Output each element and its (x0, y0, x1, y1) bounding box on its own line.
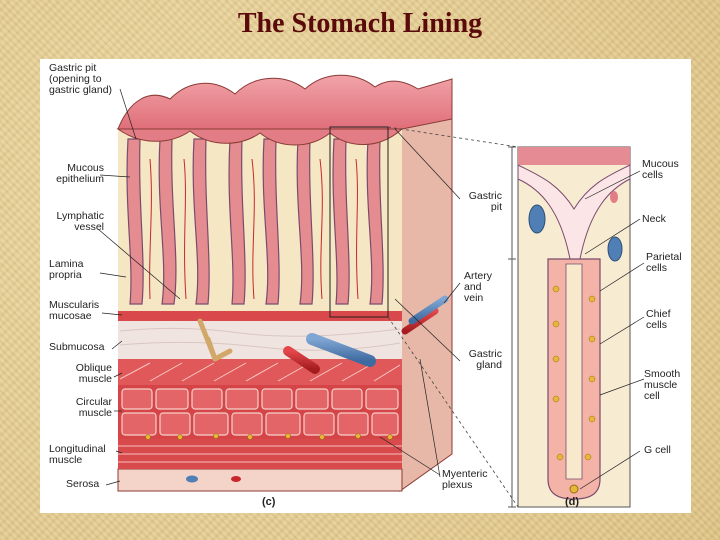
label-longitudinal-muscle: Longitudinal muscle (49, 443, 106, 466)
label-gastric-gland: Gastric gland (468, 348, 502, 371)
gastric-glands (126, 138, 384, 305)
panel-label-d: (d) (565, 496, 580, 508)
label-serosa: Serosa (66, 478, 100, 490)
label-gastric-pit-detail: Gastric pit (468, 190, 502, 213)
artery-and-vein (283, 295, 449, 374)
chief-cell-nuclei (552, 285, 596, 461)
panel-c-block (116, 74, 453, 492)
panel-d-gland (508, 146, 631, 508)
stomach-lining-figure: Gastric pit (opening to gastric gland) M… (40, 59, 691, 513)
label-mucous-cells: Mucous cells (642, 158, 679, 181)
capillaries (149, 158, 359, 300)
mucosal-surface (117, 74, 453, 130)
label-circular-muscle: Circular muscle (75, 396, 112, 419)
panel-label-c: (c) (262, 496, 276, 508)
stomach-illustration (97, 74, 645, 508)
label-muscularis-mucosae: Muscularis mucosae (49, 299, 100, 322)
label-oblique-muscle: Oblique muscle (75, 362, 112, 385)
label-lamina-propria: Lamina propria (49, 258, 84, 281)
label-g-cell: G cell (644, 444, 671, 456)
label-gastric-pit: Gastric pit (opening to gastric gland) (49, 62, 113, 96)
label-parietal-cells: Parietal cells (646, 251, 682, 274)
zoom-connector-lines (387, 126, 519, 508)
label-smooth-muscle-cell: Smooth muscle cell (644, 368, 681, 402)
circular-muscle-bundles (121, 388, 399, 436)
slide-title: The Stomach Lining (237, 8, 483, 39)
label-neck: Neck (642, 213, 666, 225)
label-chief-cells: Chief cells (646, 308, 671, 331)
label-myenteric-plexus: Myenteric plexus (442, 468, 488, 491)
label-lymphatic-vessel: Lymphatic vessel (56, 210, 104, 233)
leader-lines (97, 88, 645, 490)
label-artery-and-vein: Artery and vein (464, 270, 493, 304)
label-submucosa: Submucosa (49, 341, 105, 353)
myenteric-plexus-dots (145, 433, 393, 440)
label-mucous-epithelium: Mucous epithelium (56, 162, 104, 185)
